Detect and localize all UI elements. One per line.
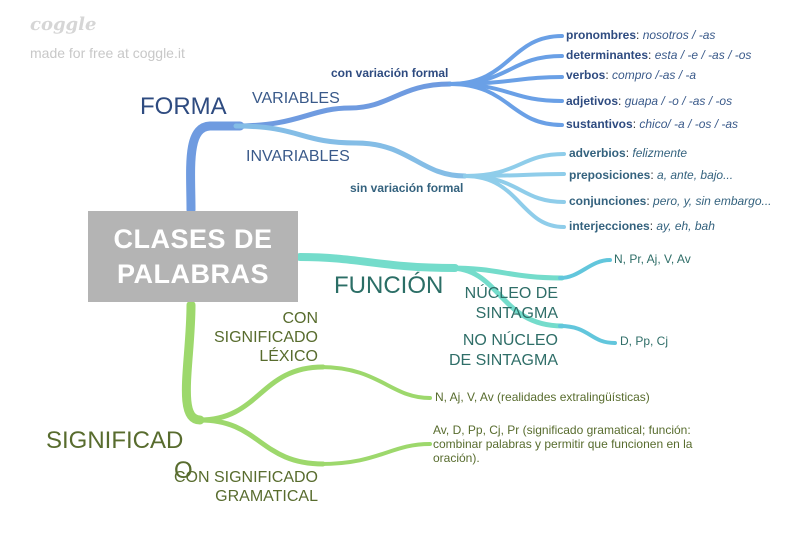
nucleo-node[interactable]: NÚCLEO DE SINTAGMA [458,284,558,324]
nucleo-line1: NÚCLEO DE [464,285,558,302]
leaf-examples: felizmente [632,146,688,160]
central-node-line1: CLASES DE [113,223,273,254]
leaf-examples: chico/ -a / -os / -as [639,117,739,131]
central-node-line2: PALABRAS [117,258,269,289]
leaf-examples: nosotros / -as [642,28,716,42]
funcion-node[interactable]: FUNCIÓN [334,272,444,299]
leaf-term: verbos [566,68,606,82]
significado-line2: O [174,457,193,484]
variables-node[interactable]: VARIABLES [252,90,340,107]
sin-variacion-node[interactable]: sin variación formal [350,181,464,195]
invariables-node[interactable]: INVARIABLES [246,148,350,165]
lexico-line2: SIGNIFICADO [213,329,318,346]
leaf-term: conjunciones [569,194,647,208]
leaf-verbos[interactable]: verbos: compro /-as / -a [566,68,697,82]
leaf-conjunciones[interactable]: conjunciones: pero, y, sin embargo... [569,194,772,208]
leaf-lexico[interactable]: N, Aj, V, Av (realidades extralingüístic… [435,390,650,404]
leaf-term: interjecciones [569,219,650,233]
leaf-gramatical-line3: oración). [433,451,480,465]
no-nucleo-node[interactable]: NO NÚCLEO DE SINTAGMA [440,331,558,371]
leaf-term: determinantes [566,48,649,62]
made-with-coggle-link[interactable]: made for free at coggle.it [30,45,185,61]
gramatical-node[interactable]: CON SIGNIFICADO GRAMATICAL [160,468,318,506]
nucleo-line2: SINTAGMA [475,305,558,322]
no-nucleo-line2: DE SINTAGMA [448,352,558,369]
leaf-adjetivos[interactable]: adjetivos: guapa / -o / -as / -os [566,94,733,108]
no-nucleo-line1: NO NÚCLEO [462,332,558,349]
leaf-gramatical[interactable]: Av, D, Pp, Cj, Pr (significado gramatica… [433,423,723,465]
significado-line1: SIGNIFICAD [46,427,184,454]
leaf-examples: compro /-as / -a [612,68,697,82]
leaf-term: pronombres [566,28,637,42]
lexico-line3: LÉXICO [259,348,318,365]
leaf-term: adverbios [569,146,626,160]
gramatical-line2: GRAMATICAL [215,488,318,505]
forma-node[interactable]: FORMA [140,93,227,120]
leaf-sustantivos[interactable]: sustantivos: chico/ -a / -os / -as [566,117,739,131]
leaf-term: sustantivos [566,117,633,131]
lexico-node[interactable]: CON SIGNIFICADO LÉXICO [200,309,318,366]
con-variacion-node[interactable]: con variación formal [331,66,449,80]
significado-node[interactable]: SIGNIFICAD O [46,426,206,486]
leaf-examples: guapa / -o / -as / -os [624,94,733,108]
leaf-adverbios[interactable]: adverbios: felizmente [569,146,688,160]
leaf-term: adjetivos [566,94,619,108]
leaf-preposiciones[interactable]: preposiciones: a, ante, bajo... [569,168,734,182]
leaf-nucleo[interactable]: N, Pr, Aj, V, Av [614,252,691,266]
leaf-gramatical-line1: Av, D, Pp, Cj, Pr (significado gramatica… [433,423,691,437]
leaf-term: preposiciones [569,168,651,182]
gramatical-line1: CON SIGNIFICADO [173,469,318,486]
leaf-examples: a, ante, bajo... [657,168,734,182]
leaf-determinantes[interactable]: determinantes: esta / -e / -as / -os [566,48,752,62]
leaf-pronombres[interactable]: pronombres: nosotros / -as [566,28,716,42]
leaf-examples: pero, y, sin embargo... [653,194,772,208]
coggle-logo[interactable]: coggle [30,14,97,35]
leaf-no-nucleo[interactable]: D, Pp, Cj [620,334,669,348]
leaf-examples: esta / -e / -as / -os [654,48,752,62]
leaf-interjecciones[interactable]: interjecciones: ay, eh, bah [569,219,715,233]
leaf-examples: ay, eh, bah [656,219,715,233]
leaf-gramatical-line2: combinar palabras y permitir que funcion… [433,437,693,451]
central-node[interactable]: CLASES DE PALABRAS [88,211,298,302]
lexico-line1: CON [282,310,318,327]
